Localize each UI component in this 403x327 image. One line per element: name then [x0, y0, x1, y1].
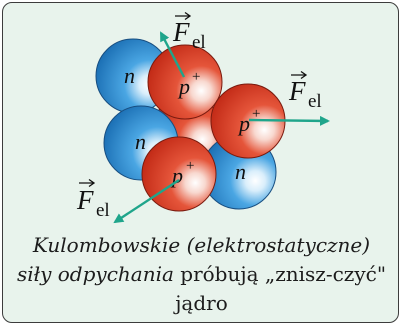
svg-text:F: F: [288, 76, 306, 106]
proton-charge-bottom: +: [186, 158, 194, 174]
force-label-right: F el: [288, 72, 322, 113]
neutron-label-3: n: [235, 159, 246, 184]
force-arrow-right: [249, 120, 328, 121]
svg-text:el: el: [192, 32, 206, 53]
proton-label-top: p: [177, 74, 190, 99]
figure-caption: Kulombowskie (elektrostatyczne) siły odp…: [13, 231, 390, 318]
svg-text:el: el: [96, 200, 110, 221]
svg-text:F: F: [76, 185, 94, 215]
proton-charge-top: +: [192, 69, 200, 85]
svg-text:F: F: [172, 17, 190, 47]
neutron-label-2: n: [135, 129, 146, 154]
caption-upright: próbują „znisz-czyć" jądro: [174, 262, 386, 315]
figure-frame: n n n p + p + p + F el F el F el Kulombo: [2, 2, 399, 323]
neutron-label-1: n: [124, 63, 135, 88]
svg-text:el: el: [308, 91, 322, 112]
proton-label-right: p: [237, 111, 250, 136]
force-label-bottom: F el: [76, 180, 110, 222]
force-label-top: F el: [172, 13, 206, 54]
